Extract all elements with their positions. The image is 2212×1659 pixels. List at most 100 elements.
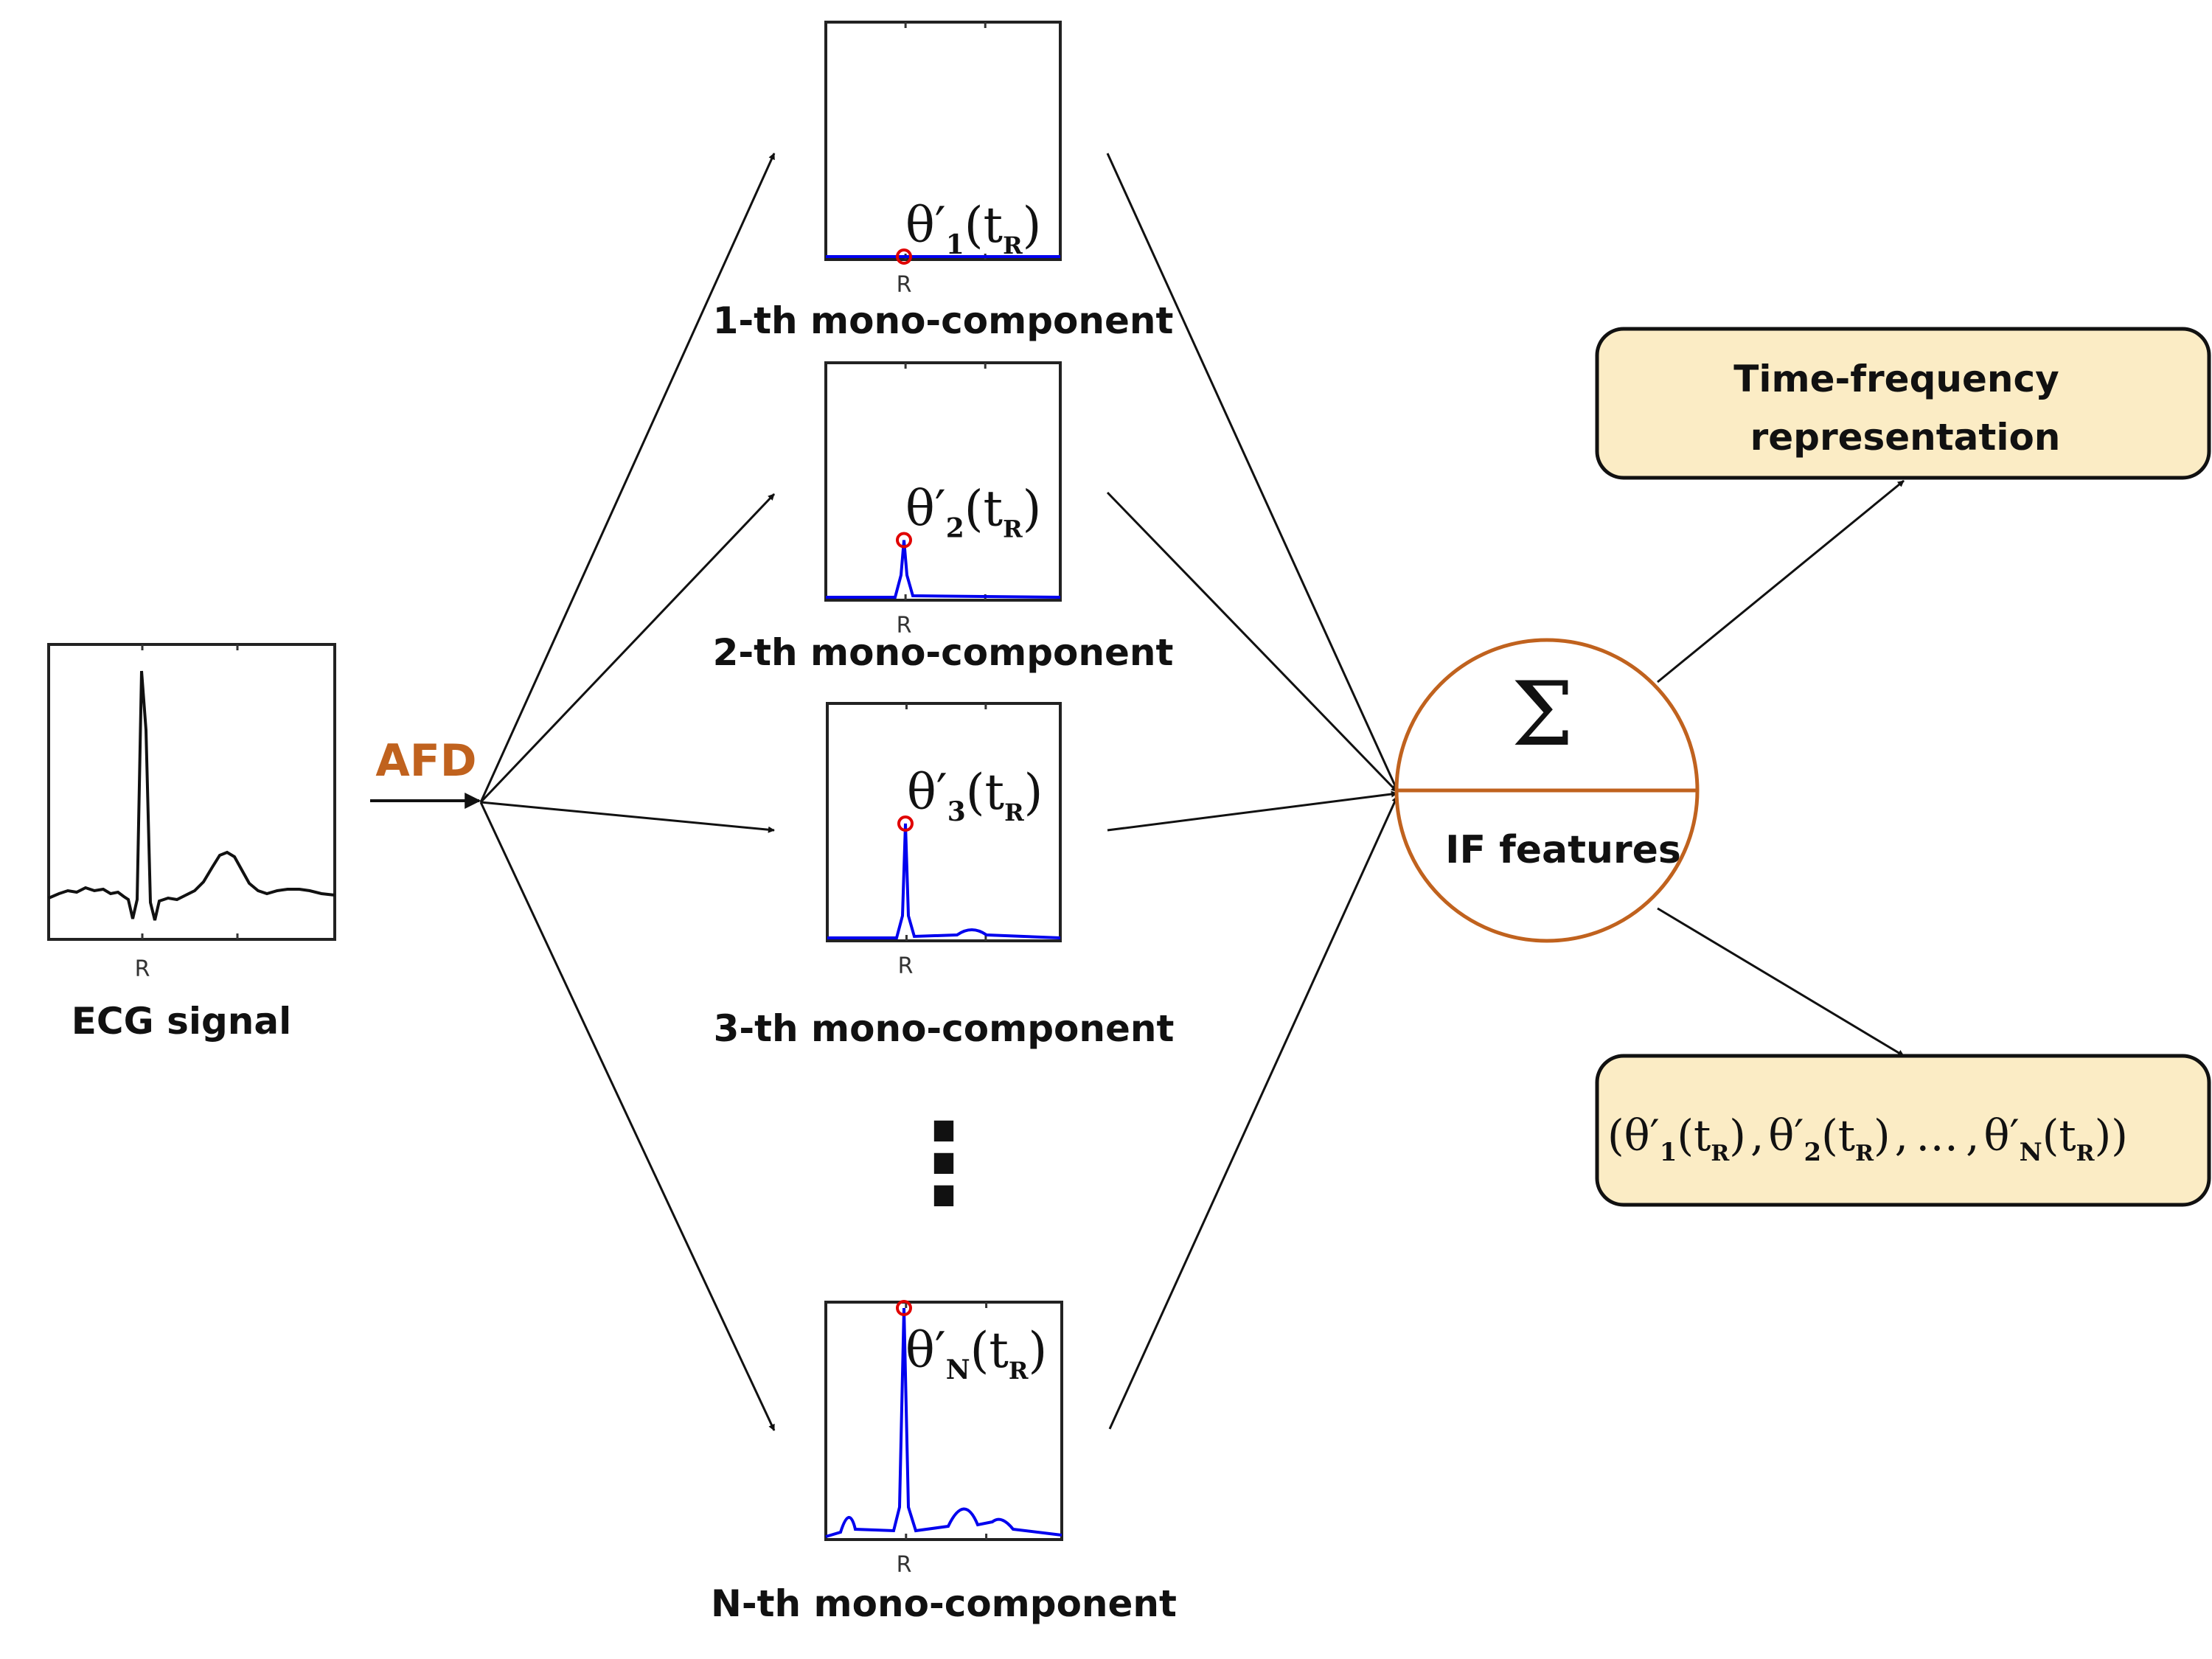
annotation-part: θ′: [905, 481, 946, 538]
fv-t-n-subscript: R: [2076, 1141, 2096, 1166]
fv-close-1: ): [1729, 1110, 1746, 1161]
ecg-plot-frame: [47, 643, 336, 941]
fv-close-paren: ): [2111, 1110, 2128, 1161]
fv-t-n: t: [2059, 1110, 2076, 1161]
component-plot-frame: [824, 1301, 1063, 1541]
tfr-label-line1: Time-frequency: [1733, 358, 2059, 400]
component-r-tick-label: R: [897, 1552, 912, 1578]
arrow-to-component-1: [479, 153, 776, 803]
mono-components: θ′1(tR)R1-th mono-componentθ′2(tR)R2-th …: [711, 21, 1177, 1625]
annotation-part: R: [1009, 1357, 1029, 1385]
annotation-part: t: [989, 1322, 1009, 1379]
fv-comma-1: ,: [1750, 1110, 1764, 1161]
arrow-from-component-1: [1106, 153, 1399, 791]
annotation-part: N: [946, 1354, 970, 1385]
tfr-label-line2: representation: [1750, 416, 2061, 459]
fv-t-2: t: [1838, 1110, 1855, 1161]
component-r-tick-label: R: [898, 953, 914, 979]
component-3: θ′3(tR) R 3-th mono-component: [714, 702, 1175, 1050]
fv-close-2: ): [1874, 1110, 1891, 1161]
arrow-to-component-3: [480, 801, 775, 833]
ecg-signal-label: ECG signal: [72, 1000, 291, 1043]
arrow-from-component-3: [1107, 790, 1398, 832]
sum-node: Σ IF features: [1394, 638, 1700, 943]
annotation-part: ): [1023, 197, 1042, 254]
component-r-tick-label: R: [897, 613, 912, 639]
tfr-box: Time-frequency representation: [1595, 327, 2211, 480]
annotation-part: t: [984, 197, 1004, 254]
annotation-part: (: [964, 197, 984, 254]
feature-vector-box-frame: [1595, 1054, 2211, 1207]
arrow-to-component-2: [479, 493, 776, 804]
if-features-label: IF features: [1445, 828, 1681, 872]
component-if-annotation: θ′1(tR): [905, 197, 1041, 260]
annotation-part: (: [970, 1322, 990, 1379]
component-label: N-th mono-component: [711, 1582, 1177, 1625]
ecg-waveform: [48, 670, 335, 921]
fv-open-paren: (: [1607, 1110, 1624, 1161]
fv-paren-n: (: [2042, 1110, 2059, 1161]
component-2: θ′2(tR)R2-th mono-component: [713, 361, 1173, 674]
annotation-part: R: [1003, 515, 1023, 543]
afd-label: AFD: [375, 735, 476, 787]
annotation-part: t: [985, 764, 1005, 821]
annotation-part: 3: [947, 796, 966, 827]
component-plot-frame: [824, 21, 1062, 261]
annotation-part: θ′: [905, 197, 946, 254]
ecg-panel: R ECG signal: [47, 643, 336, 1043]
component-4: θ′N(tR)RN-th mono-component: [711, 1300, 1177, 1625]
annotation-part: θ′: [905, 1322, 946, 1379]
annotation-part: ): [1023, 481, 1042, 538]
fv-dots: …: [1916, 1110, 1958, 1161]
annotation-part: 2: [946, 513, 964, 544]
component-r-tick-label: R: [897, 272, 912, 298]
arrow-from-component-2: [1106, 491, 1399, 793]
feature-vector: (θ′1(tR),θ′2(tR),…,θ′N(tR)): [1607, 1110, 2128, 1167]
annotation-part: (: [964, 481, 984, 538]
component-plot-frame: [824, 361, 1062, 602]
fv-t-1: t: [1694, 1110, 1711, 1161]
component-waveform: [827, 823, 1061, 939]
sigma-symbol: Σ: [1512, 664, 1574, 766]
annotation-part: R: [1003, 232, 1023, 260]
component-if-annotation: θ′2(tR): [905, 481, 1041, 544]
fv-paren-2: (: [1821, 1110, 1838, 1161]
fv-t-2-subscript: R: [1855, 1141, 1874, 1166]
component-label: 1-th mono-component: [713, 299, 1174, 342]
annotation-part: t: [984, 481, 1004, 538]
fv-theta-n-subscript: N: [2020, 1138, 2042, 1167]
fv-theta-n: θ′: [1984, 1110, 2020, 1161]
component-label: 3-th mono-component: [714, 1007, 1175, 1050]
annotation-part: ): [1029, 1322, 1048, 1379]
arrow-to-tfr: [1657, 479, 1905, 684]
arrow-to-feature-vector: [1657, 907, 1905, 1057]
annotation-part: 1: [946, 229, 964, 260]
vertical-ellipsis: ⋮: [888, 1100, 999, 1228]
fv-paren-1: (: [1677, 1110, 1694, 1161]
annotation-part: ): [1024, 764, 1043, 821]
annotation-part: (: [966, 764, 985, 821]
feature-vector-box: (θ′1(tR),θ′2(tR),…,θ′N(tR)): [1595, 1054, 2211, 1207]
fv-close-n: ): [2095, 1110, 2112, 1161]
r-peak-marker: [896, 1300, 912, 1316]
fv-comma-3: ,: [1966, 1110, 1979, 1161]
fv-theta-2-subscript: 2: [1804, 1138, 1821, 1167]
annotation-part: θ′: [907, 764, 947, 821]
fan-out-arrows: [479, 153, 776, 1431]
fv-theta-1: θ′: [1624, 1110, 1660, 1161]
fan-in-arrows: [1106, 153, 1399, 1430]
component-waveform: [825, 1307, 1062, 1538]
fv-t-1-subscript: R: [1711, 1141, 1730, 1166]
fv-theta-2: θ′: [1768, 1110, 1804, 1161]
component-if-annotation: θ′N(tR): [905, 1322, 1047, 1385]
r-peak-marker: [896, 532, 912, 549]
fv-comma-2: ,: [1895, 1110, 1908, 1161]
arrow-to-component-n: [479, 801, 776, 1431]
component-if-annotation: θ′3(tR): [907, 764, 1043, 827]
component-plot-frame: [826, 702, 1062, 942]
component-waveform: [826, 540, 1061, 599]
ecg-r-tick-label: R: [135, 956, 150, 982]
tfr-box-frame: [1595, 327, 2211, 480]
